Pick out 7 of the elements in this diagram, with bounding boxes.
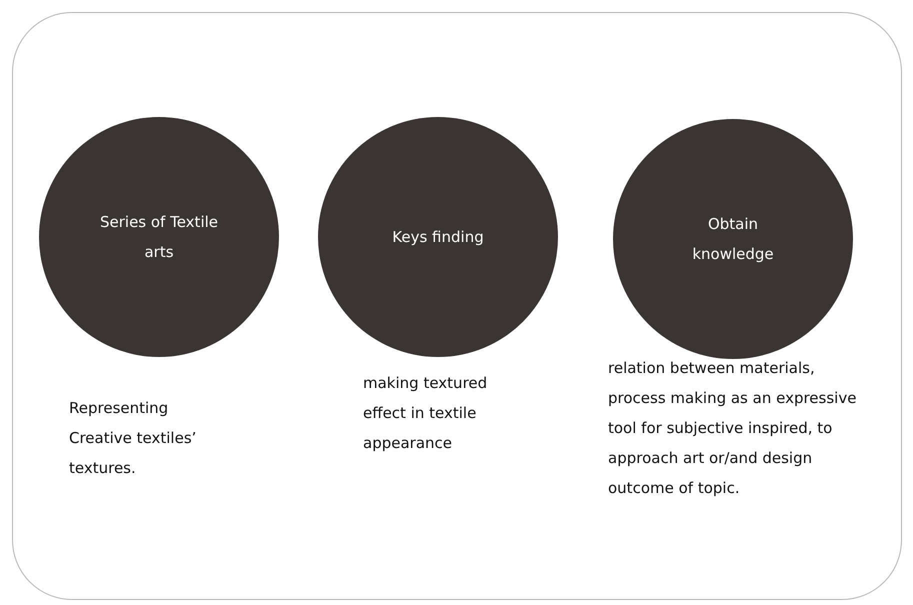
description-text: making textured effect in textile appearance [363, 373, 488, 454]
description-text: relation between materials, process making as an expressive tool for subjective inspired, to approach art or/and design outcome of topic. [608, 358, 858, 499]
circle-label: Keys finding [392, 227, 484, 248]
rounded-frame [12, 12, 902, 600]
circle-label: Series of Textile arts [99, 212, 219, 263]
description-text: Representing Creative textiles’ textures. [69, 398, 198, 479]
circle-label: Obtain knowledge [691, 214, 775, 265]
